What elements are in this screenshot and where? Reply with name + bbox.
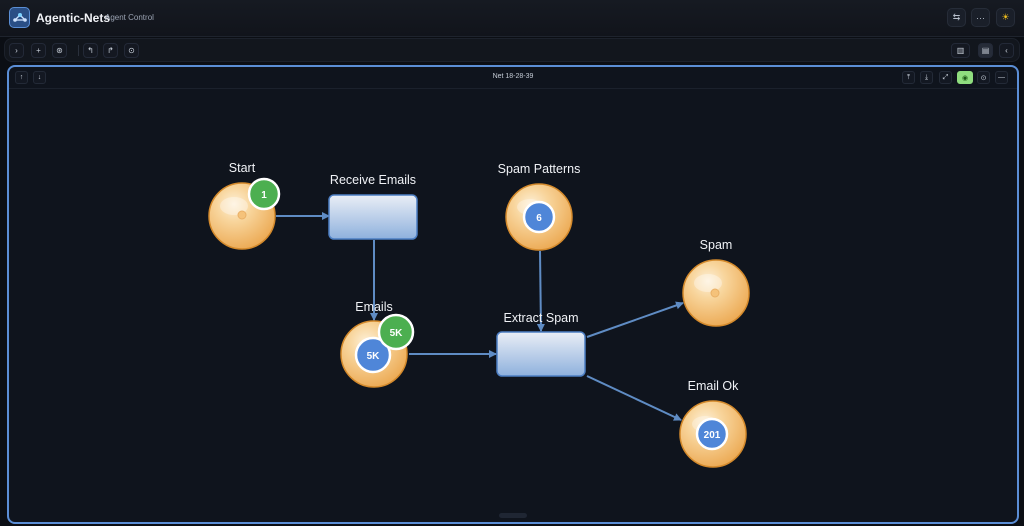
place-emails[interactable]: Emails 5K 5K — [340, 300, 415, 388]
move-up-icon: ↑ — [19, 74, 24, 81]
token-badge[interactable] — [522, 200, 556, 234]
place-label: Spam — [700, 238, 733, 252]
rows-view-icon: ▤ — [981, 46, 990, 55]
expand-view-button[interactable]: ⤢ — [939, 71, 952, 84]
canvas-header: ↑ ↓ Net 18-28-39 ⤒ ⤓ ⤢ ◉ ⊙ — — [9, 67, 1017, 89]
expand-icon: ⤢ — [942, 73, 949, 81]
app-logo[interactable] — [9, 7, 30, 28]
collapse-button[interactable]: ‹ — [999, 43, 1014, 58]
resize-handle[interactable] — [499, 513, 527, 518]
target-icon: ⊙ — [128, 46, 135, 55]
place-label: Email Ok — [688, 379, 739, 393]
arc-spam-patterns-extract-spam[interactable] — [536, 250, 545, 332]
network-logo-icon — [13, 13, 27, 22]
main-toolbar: › + ⊛ ↰ ↱ ⊙ ▥ ▤ ‹ — [4, 38, 1020, 62]
redo-icon: ↱ — [107, 46, 114, 55]
theme-sun-icon: ☀ — [1001, 12, 1010, 22]
rows-view-button[interactable]: ▤ — [978, 43, 993, 58]
more-button[interactable]: ··· — [971, 8, 990, 27]
undo-icon: ↰ — [87, 46, 94, 55]
place-spam-patterns[interactable]: Spam Patterns 6 — [498, 162, 581, 251]
import-button[interactable]: ⤓ — [920, 71, 933, 84]
token-badge[interactable] — [354, 336, 392, 374]
app-header: Agentic-Nets Agent Control ⇆ ··· ☀ — [0, 0, 1024, 37]
token-count: 5K — [367, 351, 381, 362]
minimize-icon: — — [998, 74, 1005, 81]
expand-chevron-icon: › — [15, 46, 18, 55]
place-label: Emails — [355, 300, 393, 314]
app-subtitle: Agent Control — [105, 13, 154, 22]
transition-label: Receive Emails — [330, 173, 416, 187]
token-count: 5K — [390, 328, 404, 339]
toolbar-divider — [78, 45, 79, 56]
transition-receive-emails[interactable]: Receive Emails — [328, 173, 418, 240]
add-icon: + — [36, 46, 41, 55]
redo-button[interactable]: ↱ — [103, 43, 118, 58]
arcs — [276, 212, 684, 421]
token-badge[interactable] — [247, 177, 281, 211]
export-button[interactable]: ⤒ — [902, 71, 915, 84]
place-center-dot — [237, 210, 247, 220]
expand-button[interactable]: › — [9, 43, 24, 58]
more-icon: ··· — [976, 12, 985, 23]
swap-icon: ⇆ — [952, 12, 961, 22]
move-down-button[interactable]: ↓ — [33, 71, 46, 84]
eye-view-button[interactable]: ◉ — [957, 71, 973, 84]
theme-toggle-button[interactable]: ☀ — [996, 8, 1015, 27]
add-button[interactable]: + — [31, 43, 46, 58]
token-count: 6 — [536, 213, 542, 224]
place-start[interactable]: Start 1 — [208, 161, 281, 250]
eye-view-icon: ◉ — [961, 74, 969, 82]
target-button[interactable]: ⊙ — [124, 43, 139, 58]
columns-view-icon: ▥ — [956, 46, 965, 55]
app-title: Agentic-Nets — [36, 11, 111, 25]
transition-label: Extract Spam — [503, 311, 578, 325]
collapse-chevron-icon: ‹ — [1005, 46, 1008, 55]
columns-view-button[interactable]: ▥ — [951, 43, 970, 58]
net-canvas[interactable]: ↑ ↓ Net 18-28-39 ⤒ ⤓ ⤢ ◉ ⊙ — — [7, 65, 1019, 524]
transition-box[interactable] — [328, 194, 418, 240]
settings-icon: ⊛ — [56, 46, 63, 55]
arc-extract-spam-email-ok[interactable] — [586, 375, 682, 421]
swap-button[interactable]: ⇆ — [947, 8, 966, 27]
token-count: 201 — [704, 430, 721, 441]
net-title: Net 18-28-39 — [492, 73, 534, 80]
place-email-ok[interactable]: Email Ok 201 — [679, 379, 747, 468]
transition-extract-spam[interactable]: Extract Spam — [496, 311, 586, 377]
fit-view-icon: ⊙ — [980, 74, 987, 82]
place-center-dot — [710, 288, 720, 298]
token-count: 1 — [261, 190, 267, 201]
place-spam[interactable]: Spam — [682, 238, 750, 327]
place-highlight — [694, 274, 722, 292]
token-badge[interactable] — [695, 417, 729, 451]
undo-button[interactable]: ↰ — [83, 43, 98, 58]
place-label: Start — [229, 161, 256, 175]
transition-box[interactable] — [496, 331, 586, 377]
export-up-icon: ⤒ — [906, 73, 911, 81]
token-badge[interactable] — [377, 313, 415, 351]
minimize-button[interactable]: — — [995, 71, 1008, 84]
place-highlight — [220, 197, 248, 215]
place-label: Spam Patterns — [498, 162, 581, 176]
fit-view-button[interactable]: ⊙ — [977, 71, 990, 84]
arc-extract-spam-spam[interactable] — [586, 301, 684, 338]
move-down-icon: ↓ — [37, 74, 42, 81]
import-down-icon: ⤓ — [924, 73, 929, 81]
settings-button[interactable]: ⊛ — [52, 43, 67, 58]
move-up-button[interactable]: ↑ — [15, 71, 28, 84]
petri-net-diagram: Receive Emails Extract Spam Start 1 Emai… — [208, 161, 750, 468]
